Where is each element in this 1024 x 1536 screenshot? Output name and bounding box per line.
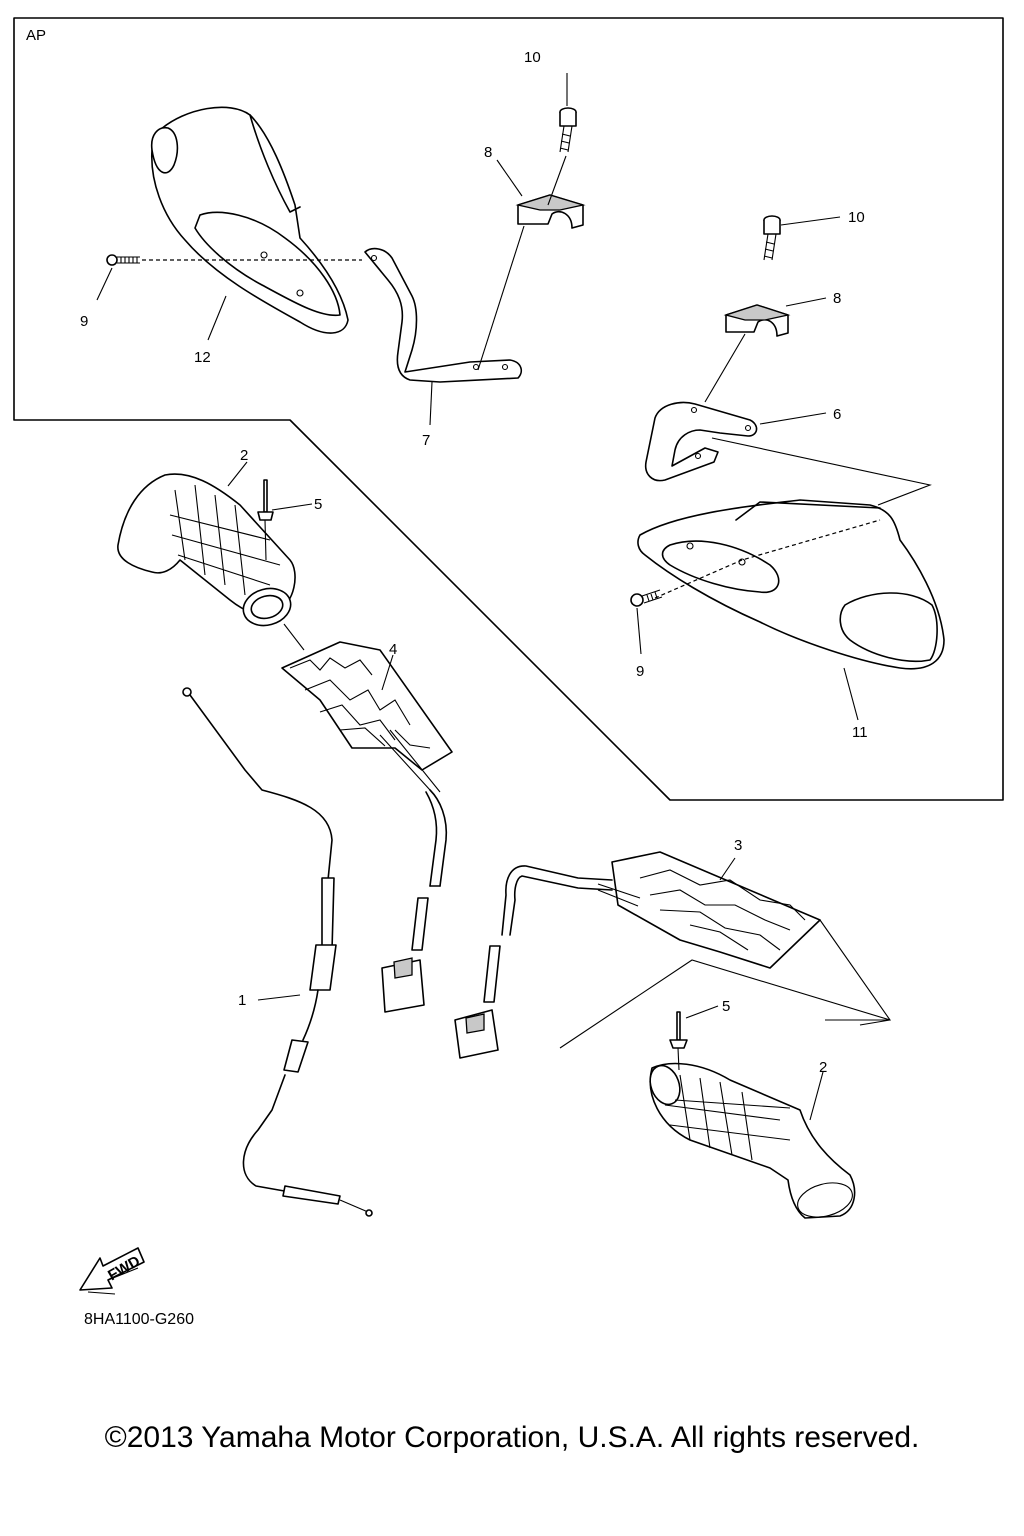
diagram-id-label: 8HA1100-G260	[84, 1311, 194, 1328]
hand-guard-left	[150, 106, 349, 334]
callout-3: 3	[734, 837, 742, 854]
callout-11: 11	[852, 724, 868, 741]
callout-8: 8	[484, 144, 492, 161]
hand-guard-right	[637, 499, 945, 670]
cable-1	[182, 687, 373, 1217]
copyright-notice: ©2013 Yamaha Motor Corporation, U.S.A. A…	[104, 1421, 920, 1454]
callout-10: 10	[524, 49, 541, 66]
clamp-8-right	[723, 304, 791, 337]
screw-10-right	[763, 215, 781, 261]
connector-left	[381, 897, 429, 1013]
heater-3	[501, 851, 821, 969]
heater-4	[281, 641, 453, 887]
callout-2: 2	[819, 1059, 827, 1076]
grip-2-left	[117, 473, 296, 627]
clamp-8-top	[515, 194, 586, 229]
rivet-5-right	[669, 1011, 688, 1071]
callout-7: 7	[422, 432, 430, 449]
callout-2: 2	[240, 447, 248, 464]
ap-group-label: AP	[26, 27, 46, 44]
callout-5: 5	[722, 998, 730, 1015]
grip-2-right	[559, 959, 891, 1219]
callout-1: 1	[238, 992, 246, 1009]
screw-10-top	[559, 107, 577, 153]
callout-5: 5	[314, 496, 322, 513]
bracket-7	[364, 247, 523, 383]
screw-9-left	[106, 254, 140, 266]
rivet-5-left	[257, 479, 274, 561]
callout-9: 9	[80, 313, 88, 330]
callout-6: 6	[833, 406, 841, 423]
callout-9: 9	[636, 663, 644, 680]
callout-4: 4	[389, 641, 397, 658]
fwd-arrow-icon: FWD	[79, 1247, 145, 1295]
callout-12: 12	[194, 349, 211, 366]
screw-9-right	[630, 589, 663, 607]
connector-right	[454, 945, 501, 1059]
callout-10: 10	[848, 209, 865, 226]
callout-8: 8	[833, 290, 841, 307]
bracket-6	[644, 401, 758, 482]
ap-region-outline	[13, 17, 1004, 801]
